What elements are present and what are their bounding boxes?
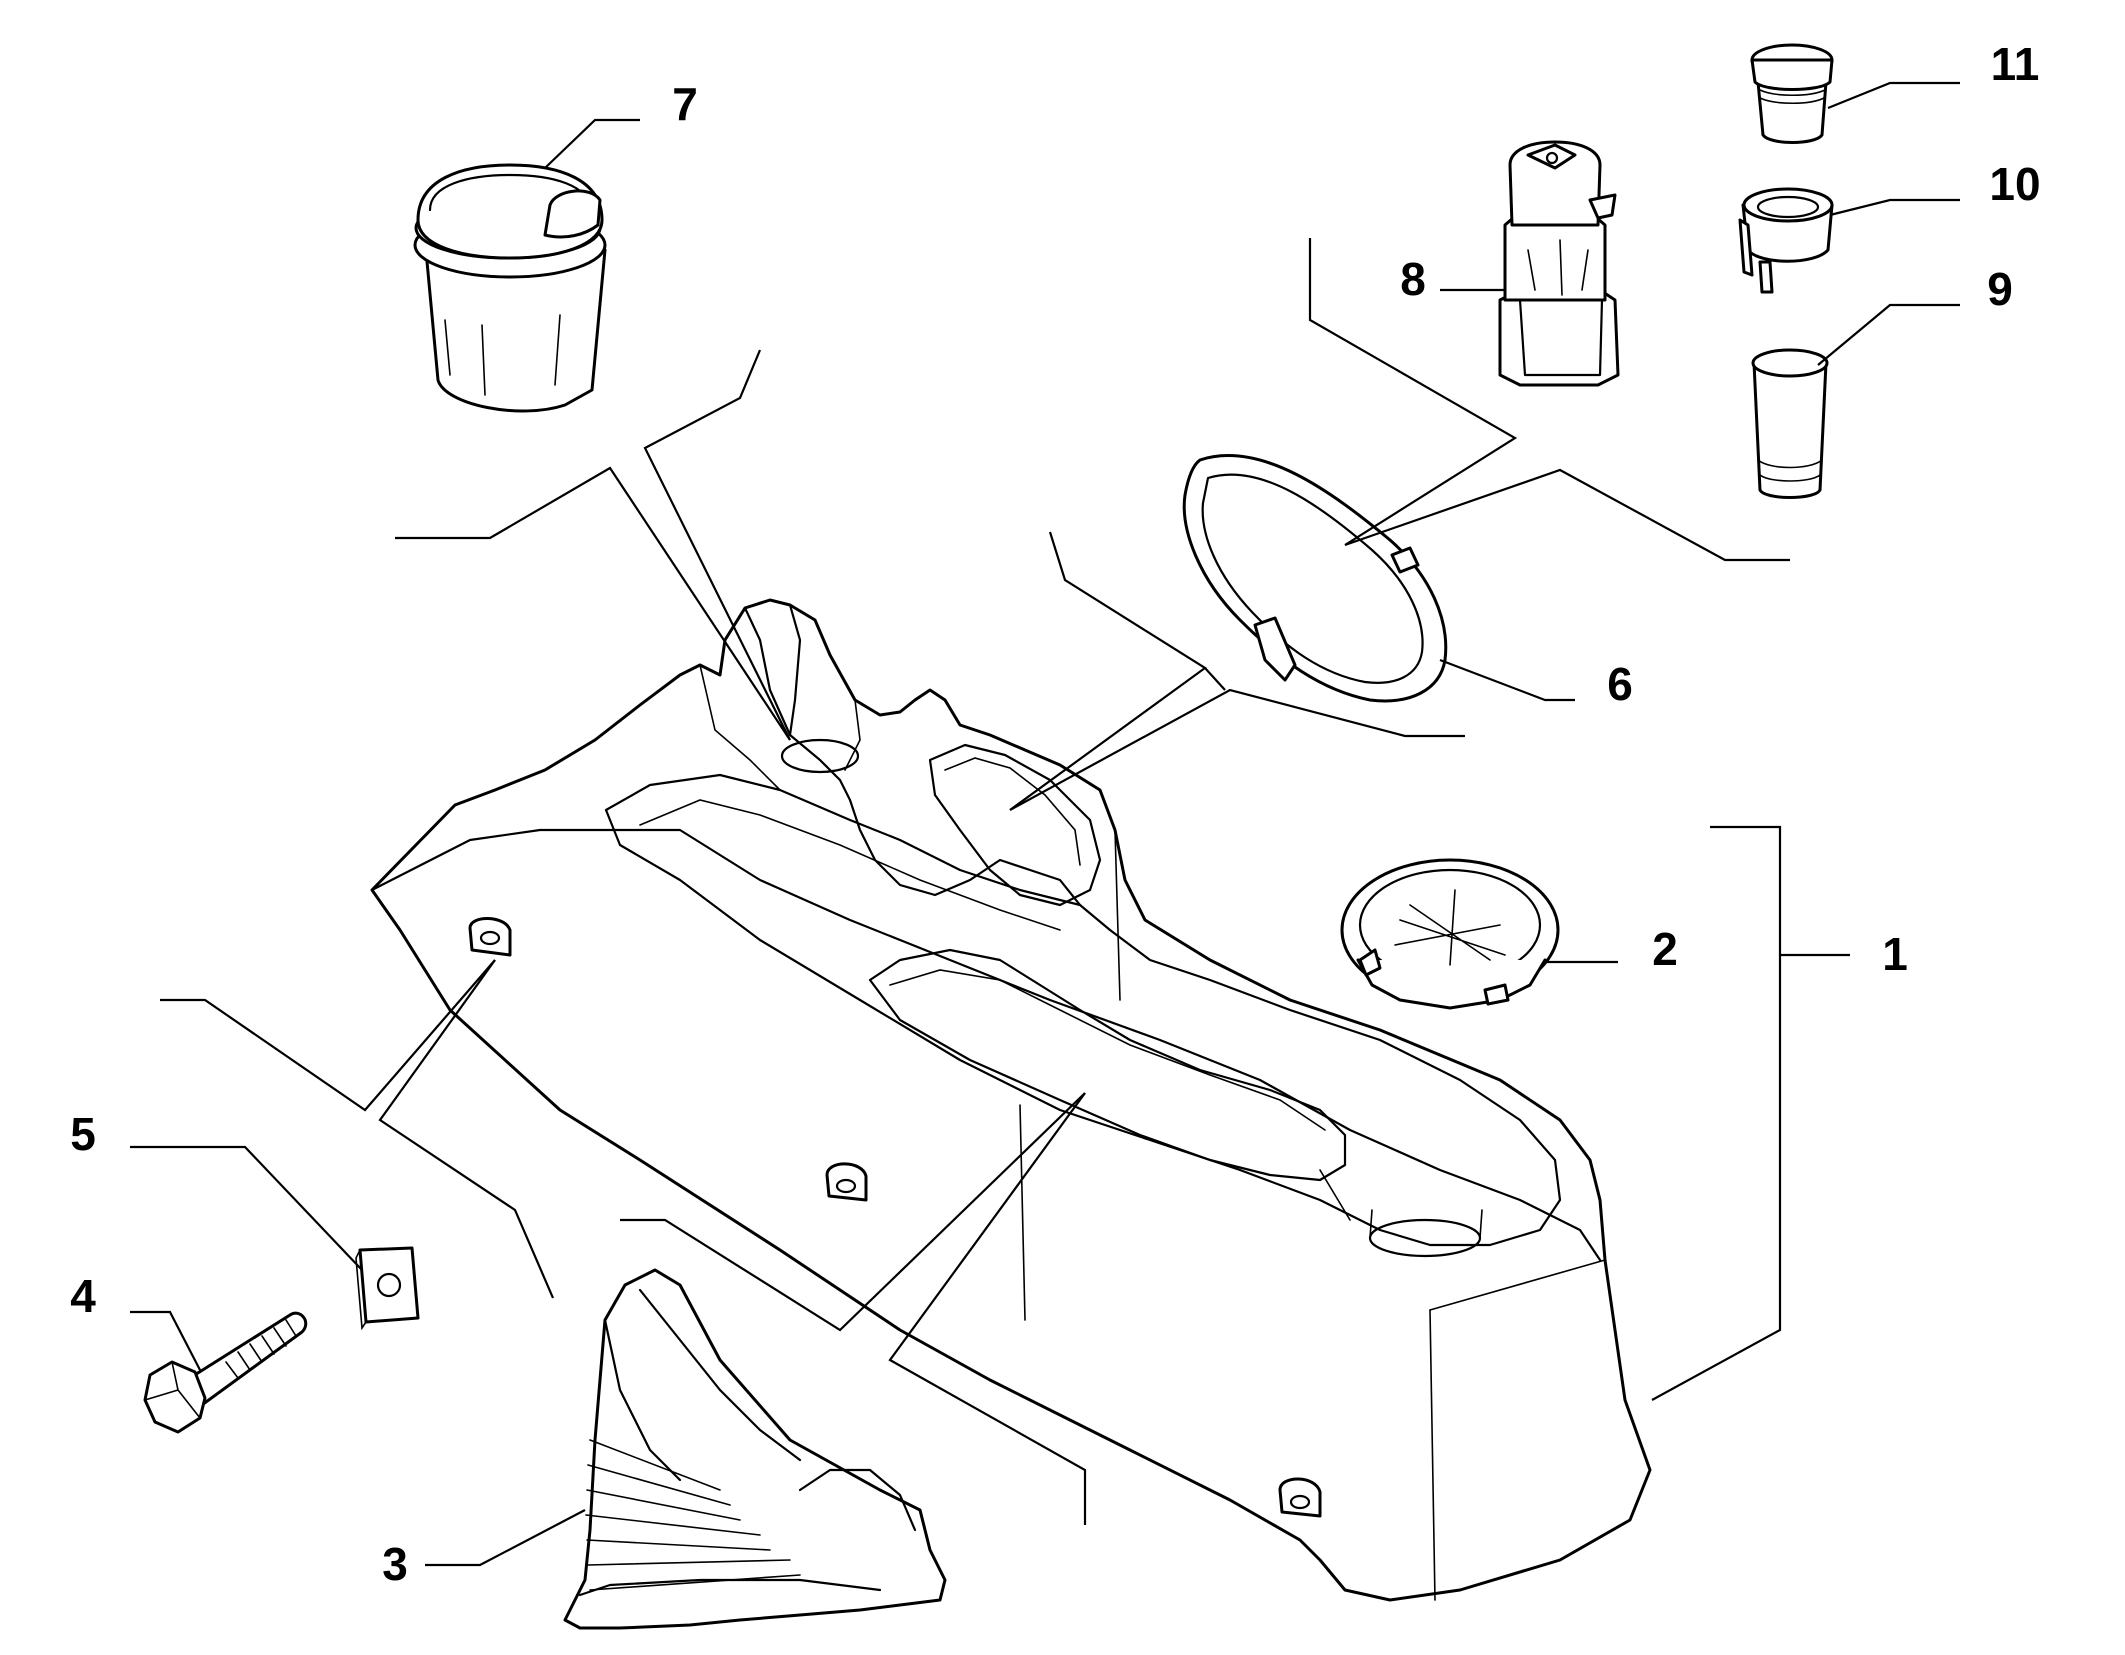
part-3-gear-lever-boot: [563, 1268, 947, 1630]
leader-6: [1439, 658, 1575, 702]
leader-11: [1827, 81, 1960, 110]
part-7-ashtray-cup: [413, 163, 607, 413]
callout-7: 7: [672, 78, 698, 130]
leader-10: [1829, 198, 1960, 217]
leader-lines: [130, 81, 1960, 1567]
leader-4: [130, 1310, 201, 1371]
callout-1: 1: [1882, 928, 1908, 980]
part-2-cup-holder-ring: [1340, 858, 1560, 1010]
part-9-sleeve: [1751, 348, 1829, 499]
part-8-socket: [1498, 140, 1620, 387]
callout-labels: 1 2 3 4 5 6 7 8 9 10 11: [70, 38, 2040, 1590]
callout-5: 5: [70, 1108, 96, 1160]
callout-8: 8: [1400, 253, 1426, 305]
part-5-washer: [355, 1246, 420, 1331]
leader-3: [425, 1509, 586, 1567]
callout-10: 10: [1989, 158, 2040, 210]
leader-9: [1817, 303, 1960, 366]
part-1-center-console: [370, 598, 1652, 1602]
callout-4: 4: [70, 1270, 96, 1322]
part-11-plug: [1750, 43, 1834, 144]
callout-2: 2: [1652, 923, 1678, 975]
callout-3: 3: [382, 1538, 408, 1590]
leader-7: [544, 118, 640, 169]
leader-1: [1651, 825, 1850, 1401]
part-4-bolt: [143, 1311, 308, 1434]
callout-6: 6: [1607, 658, 1633, 710]
callout-11: 11: [1991, 38, 2040, 90]
part-6-storage-lid: [1182, 454, 1448, 703]
callout-9: 9: [1987, 263, 2013, 315]
part-10-socket-ring: [1738, 187, 1834, 294]
leader-5: [130, 1145, 363, 1271]
